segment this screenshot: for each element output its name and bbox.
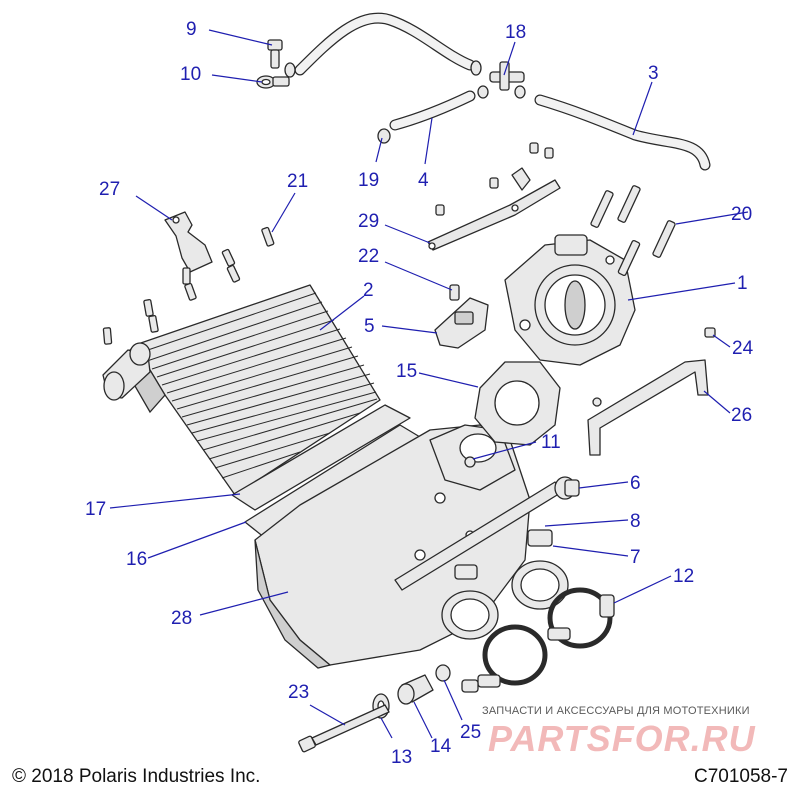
band-clamps	[477, 587, 615, 688]
callout-7: 7	[630, 547, 641, 568]
sensor-bolt	[449, 284, 460, 301]
callout-6: 6	[630, 473, 641, 494]
callout-26: 26	[731, 405, 752, 426]
callout-19: 19	[358, 170, 379, 191]
intercooler-bracket	[164, 211, 213, 273]
watermark-logo: PARTSFOR.RU	[488, 718, 756, 759]
breather-hose-short	[389, 90, 476, 131]
support-bracket	[587, 359, 709, 456]
callout-14: 14	[430, 736, 452, 757]
callout-25: 25	[460, 722, 481, 743]
leader-lines	[109, 29, 749, 739]
drawing-code: C701058-7	[693, 766, 788, 787]
fuel-pressure-fitting	[564, 479, 580, 497]
callout-1: 1	[737, 273, 748, 294]
callout-28: 28	[171, 608, 192, 629]
callout-16: 16	[126, 549, 147, 570]
bracket-screws	[435, 142, 554, 216]
tee-fitting	[477, 61, 526, 99]
callout-3: 3	[648, 63, 659, 84]
callout-22: 22	[358, 246, 379, 267]
callout-21: 21	[287, 171, 308, 192]
callout-27: 27	[99, 179, 120, 200]
mounting-bolts-upper	[102, 226, 275, 345]
callout-labels: 9 10 18 3 19 4 21 27 29 20 22 5 1 2 24 1…	[85, 19, 754, 768]
callout-9: 9	[186, 19, 197, 40]
bracket-screw	[704, 327, 716, 338]
map-sensor	[434, 297, 489, 349]
callout-29: 29	[358, 211, 379, 232]
intake-plenum	[254, 424, 569, 669]
intercooler	[102, 284, 381, 496]
callout-4: 4	[418, 170, 429, 191]
hose-clamp-small	[377, 128, 391, 144]
callout-5: 5	[364, 316, 375, 337]
copyright-notice: © 2018 Polaris Industries Inc.	[12, 766, 261, 787]
long-bolt	[298, 704, 390, 753]
callout-13: 13	[391, 747, 412, 768]
callout-20: 20	[731, 204, 752, 225]
vacuum-fitting	[435, 664, 479, 693]
callout-17: 17	[85, 499, 106, 520]
callout-11: 11	[541, 432, 561, 453]
intercooler-gasket	[231, 404, 411, 511]
callout-18: 18	[505, 22, 526, 43]
callout-23: 23	[288, 682, 309, 703]
throttle-body-gasket	[474, 361, 561, 446]
callout-2: 2	[363, 280, 374, 301]
callout-15: 15	[396, 361, 417, 382]
throttle-body-bolts	[590, 185, 676, 276]
callout-8: 8	[630, 511, 641, 532]
callout-10: 10	[180, 64, 201, 85]
bushing	[397, 674, 434, 705]
watermark-tagline: ЗАПЧАСТИ И АКСЕССУАРЫ ДЛЯ МОТОТЕХНИКИ	[482, 705, 750, 717]
throttle-body	[504, 234, 636, 366]
callout-24: 24	[732, 338, 754, 359]
throttle-bracket	[427, 167, 561, 251]
callout-12: 12	[673, 566, 694, 587]
breather-hose-long	[284, 12, 711, 171]
banjo-bolt	[267, 39, 283, 69]
